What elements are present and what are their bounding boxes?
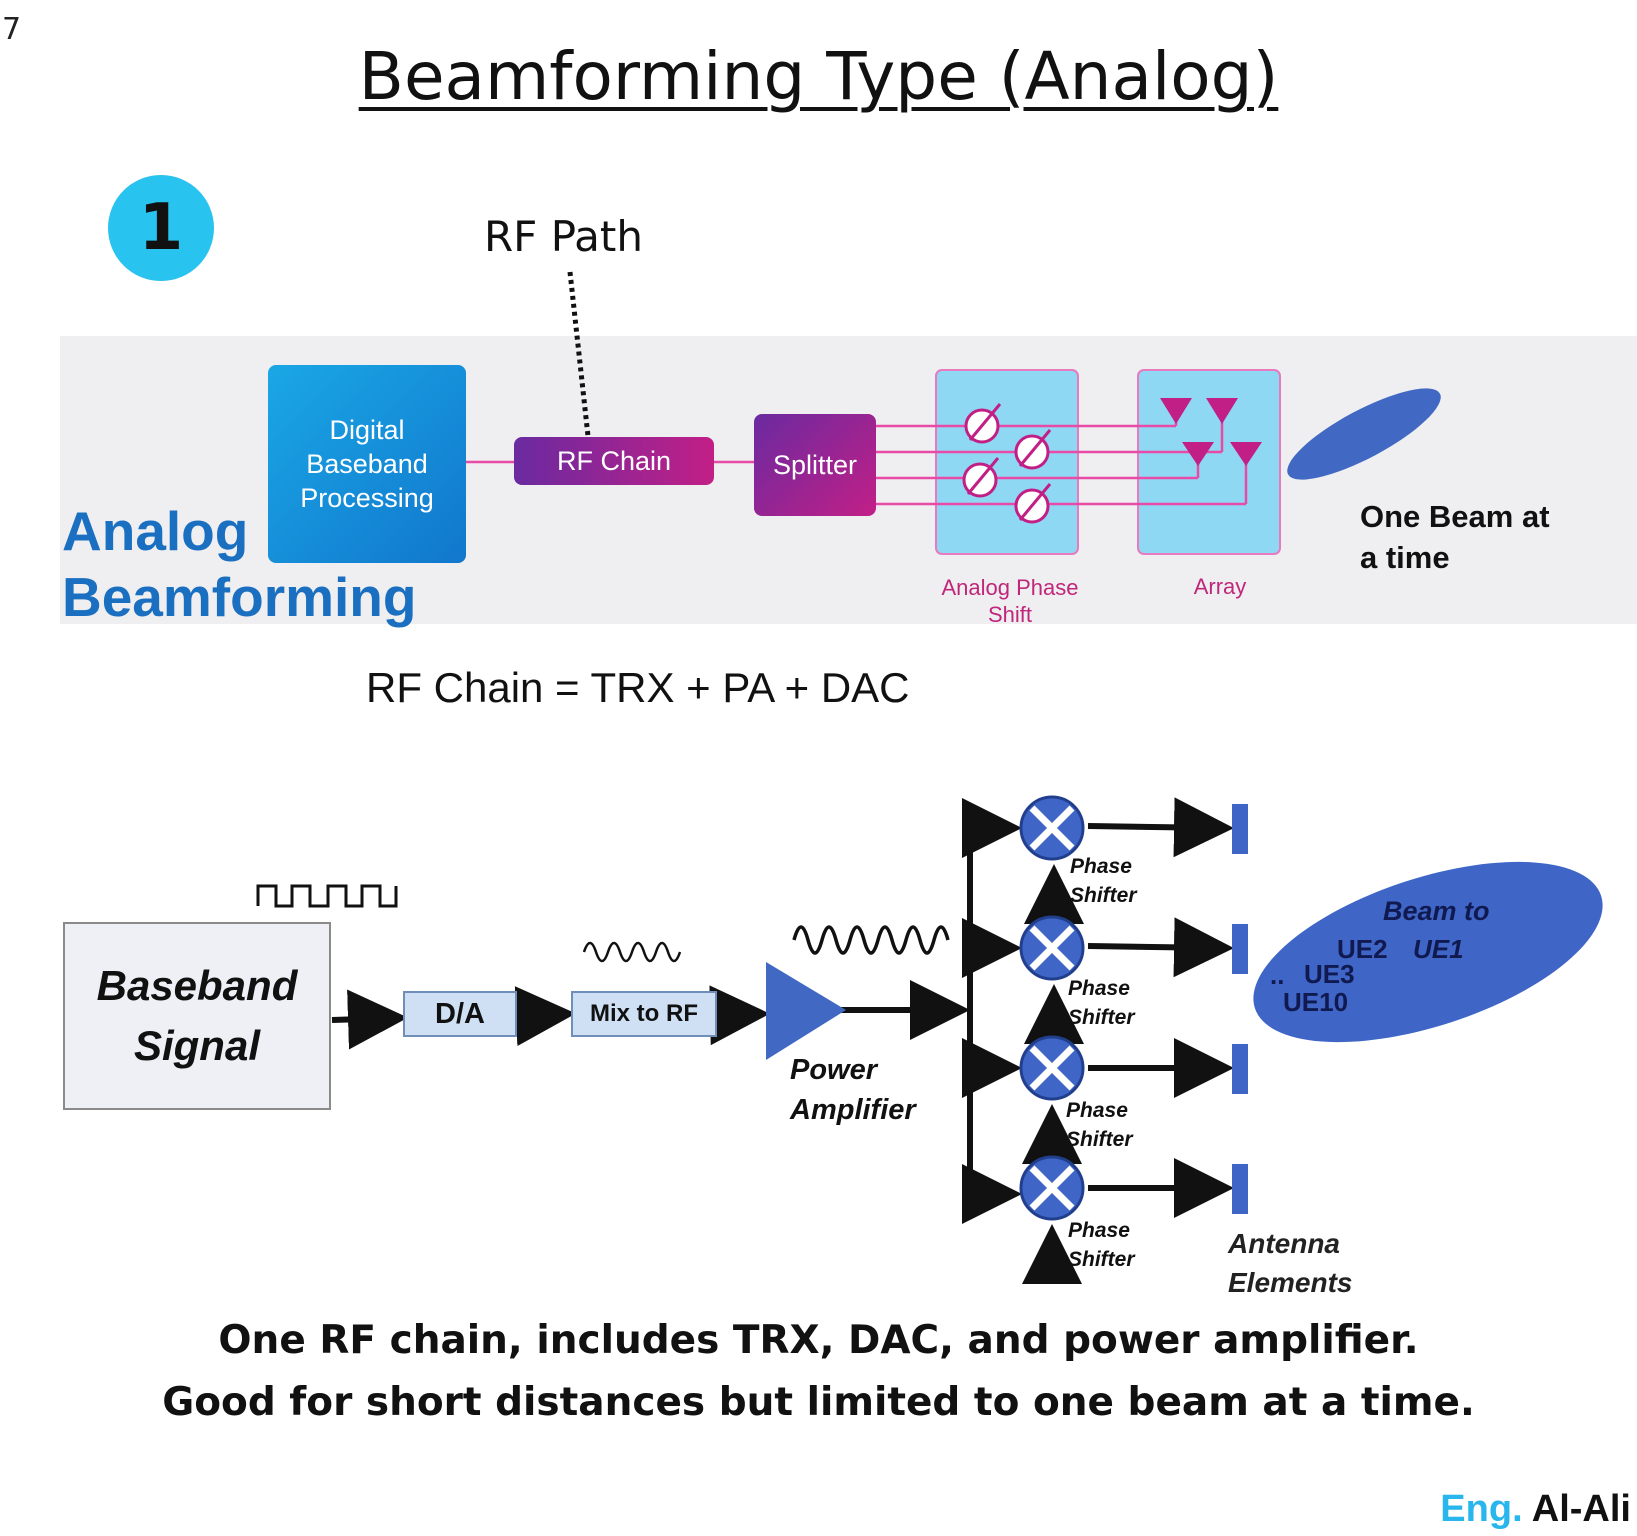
antenna-element-icon xyxy=(1232,1044,1248,1094)
antenna-element-icon xyxy=(1232,804,1248,854)
antenna-element-icon xyxy=(1232,1164,1248,1214)
antenna-icon xyxy=(1230,442,1262,466)
rf-path-pointer xyxy=(567,271,591,437)
baseband-line-2: Signal xyxy=(133,1022,260,1069)
phase-shifter-line-2: Shifter xyxy=(1068,1006,1135,1029)
square-wave-icon xyxy=(256,884,398,908)
multipliers xyxy=(1019,795,1085,1221)
antenna-elements xyxy=(1232,804,1248,1214)
beam-to-label: Beam to xyxy=(1383,896,1490,926)
one-beam-line-1: One Beam at xyxy=(1360,499,1550,534)
phase-shifter-label: Phase Shifter xyxy=(1066,1096,1133,1154)
phase-shifter-label: Phase Shifter xyxy=(1068,974,1135,1032)
ue3-label: UE3 xyxy=(1304,959,1355,989)
caption-line-1: One RF chain, includes TRX, DAC, and pow… xyxy=(218,1318,1419,1363)
arrow-da-mix xyxy=(514,986,576,1047)
signature-name: Al-Ali xyxy=(1531,1488,1631,1530)
baseband-line-1: Baseband xyxy=(96,962,298,1009)
multiplier-icon xyxy=(1019,1155,1085,1221)
phase-shifter-icons xyxy=(962,403,1052,524)
phase-shifter-line-2: Shifter xyxy=(1070,884,1137,907)
antenna-icon xyxy=(1182,442,1214,466)
single-beam-shape xyxy=(1287,388,1441,480)
antenna-array-icons xyxy=(1160,398,1262,466)
analog-label-line-2: Beamforming xyxy=(62,566,417,628)
digital-baseband-processing-block: Digital Baseband Processing xyxy=(268,365,466,563)
beam-ellipse xyxy=(1253,861,1603,1043)
dbp-line-1: Digital xyxy=(329,415,405,445)
multiplier-icon xyxy=(1019,795,1085,861)
amplifier-triangle-icon xyxy=(766,962,846,1060)
pa-line-1: Power xyxy=(790,1054,878,1086)
antenna-element-icon xyxy=(1232,924,1248,974)
ue2-label: UE2 xyxy=(1337,934,1388,964)
antenna-label-line-2: Elements xyxy=(1228,1267,1353,1298)
multiplier-icon xyxy=(1019,1035,1085,1101)
multiplier-icon xyxy=(1019,915,1085,981)
analog-beamforming-label: Analog Beamforming xyxy=(62,498,417,630)
ue-ellipsis: .. xyxy=(1270,960,1285,990)
phase-shift-caption-line-2: Shift xyxy=(987,602,1033,627)
caption-line-2: Good for short distances but limited to … xyxy=(162,1380,1475,1425)
analog-phase-shift-caption: Analog Phase Shift xyxy=(930,574,1090,628)
antenna-icon xyxy=(1206,398,1238,424)
phase-shifter-line-1: Phase xyxy=(1068,1219,1130,1242)
step-number-badge: 1 xyxy=(108,175,214,281)
rf-chain-equation: RF Chain = TRX + PA + DAC xyxy=(366,664,910,711)
phase-shifter-label: Phase Shifter xyxy=(1068,1216,1135,1274)
one-beam-label: One Beam at a time xyxy=(1360,496,1550,578)
analog-label-line-1: Analog xyxy=(62,500,249,562)
arrow-to-antenna-1 xyxy=(1087,797,1234,858)
dbp-line-3: Processing xyxy=(300,483,434,513)
phase-shifter-line-2: Shifter xyxy=(1068,1248,1135,1271)
phase-shifter-line-1: Phase xyxy=(1068,977,1130,1000)
dbp-line-2: Baseband xyxy=(306,449,428,479)
arrow-to-antenna-2 xyxy=(1087,917,1234,978)
rf-path-label: RF Path xyxy=(484,212,643,261)
phase-shifter-label: Phase Shifter xyxy=(1070,852,1137,910)
array-caption: Array xyxy=(1193,574,1247,599)
phase-shifter-icon xyxy=(1014,483,1052,524)
antenna-icon xyxy=(1160,398,1192,424)
pa-line-2: Amplifier xyxy=(790,1094,916,1126)
phase-shift-caption-line-1: Analog Phase xyxy=(941,575,1079,600)
arrow-baseband-da xyxy=(331,989,408,1050)
phase-shifter-line-1: Phase xyxy=(1070,855,1132,878)
baseband-signal-block: Baseband Signal xyxy=(63,922,331,1110)
page-title: Beamforming Type (Analog) xyxy=(358,38,1279,115)
da-converter-block: D/A xyxy=(403,991,517,1037)
antenna-elements-label: Antenna Elements xyxy=(1228,1224,1353,1302)
ue10-label: UE10 xyxy=(1283,987,1349,1017)
rf-chain-block: RF Chain xyxy=(514,437,714,485)
rf-wave-icon xyxy=(792,925,950,955)
phase-shifter-icon xyxy=(1014,429,1052,470)
arrow-mix-pa xyxy=(709,985,770,1046)
one-beam-line-2: a time xyxy=(1360,540,1450,575)
phase-shifter-line-2: Shifter xyxy=(1066,1128,1133,1151)
mix-to-rf-block: Mix to RF xyxy=(571,991,717,1037)
page-number: 7 xyxy=(2,12,22,47)
ue1-label: UE1 xyxy=(1413,934,1464,964)
antenna-label-line-1: Antenna xyxy=(1228,1228,1340,1259)
sine-wave-icon xyxy=(582,941,682,963)
phase-shifter-icon xyxy=(962,457,1000,498)
signature-prefix: Eng. xyxy=(1440,1488,1523,1530)
phase-shifter-icon xyxy=(964,403,1002,444)
phase-shifter-line-1: Phase xyxy=(1066,1099,1128,1122)
author-signature: Eng. Al-Ali xyxy=(1440,1488,1631,1531)
power-amplifier-label: Power Amplifier xyxy=(790,1050,916,1130)
splitter-block: Splitter xyxy=(754,414,876,516)
